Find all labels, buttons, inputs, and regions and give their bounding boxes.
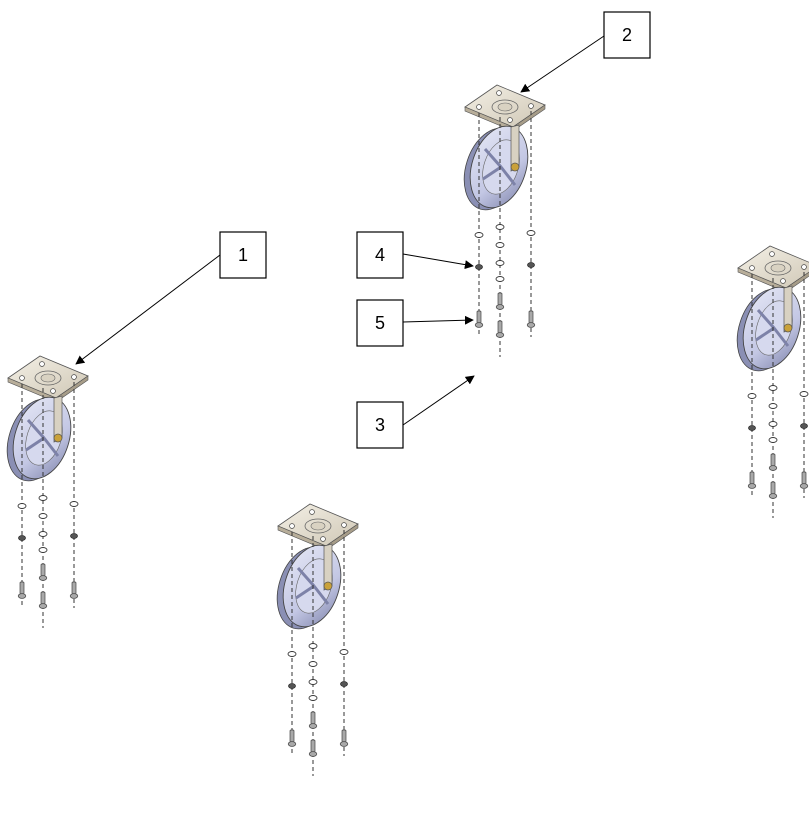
balloon-1-number: 1	[238, 245, 248, 265]
caster-assembly-left	[0, 354, 90, 630]
balloon-1: 1	[219, 231, 267, 279]
caster-assembly-top	[452, 83, 547, 359]
balloon-5-number: 5	[375, 313, 385, 333]
caster-assembly-right	[725, 244, 809, 520]
leader-4	[402, 253, 474, 270]
balloon-2: 2	[603, 11, 651, 59]
leader-5	[402, 315, 474, 325]
leader-1	[75, 254, 221, 365]
caster-assembly-bottom	[265, 502, 360, 778]
leader-2	[520, 35, 605, 93]
balloon-2-number: 2	[622, 25, 632, 45]
balloon-4: 4	[356, 231, 404, 279]
balloon-3: 3	[356, 401, 404, 449]
balloon-5: 5	[356, 299, 404, 347]
leader-3	[402, 375, 475, 426]
balloon-4-number: 4	[375, 245, 385, 265]
balloon-3-number: 3	[375, 415, 385, 435]
